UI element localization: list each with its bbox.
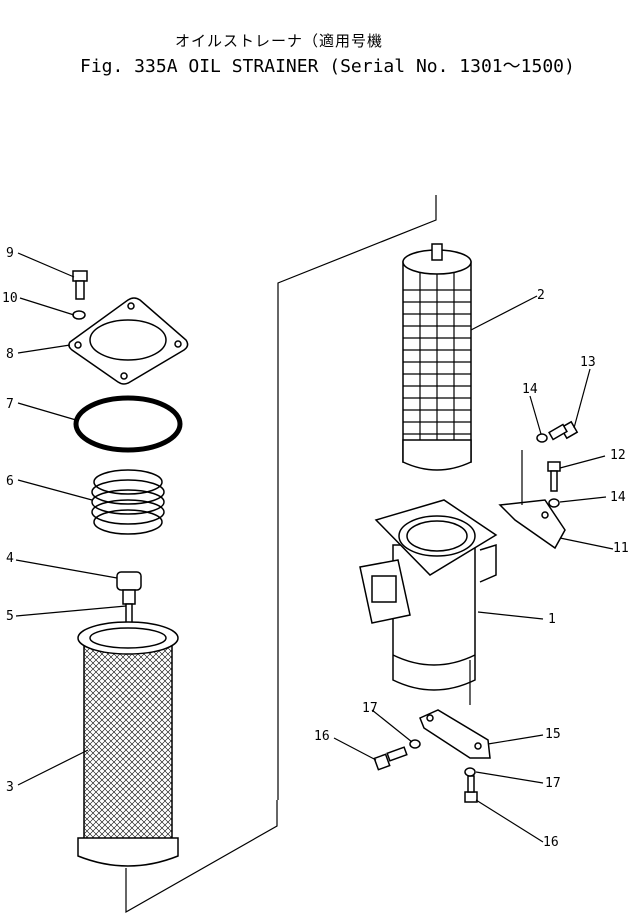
callout-16-left: 16	[314, 729, 330, 744]
callout-2: 2	[537, 288, 545, 303]
coil-spring-6	[91, 469, 165, 535]
callout-labels: 1 2 3 4 5 6 7 8 9 10 11 12 13 14 14 15 1…	[2, 246, 629, 850]
assembly-bracket-line	[125, 195, 437, 914]
callout-5: 5	[6, 609, 14, 624]
callout-14-lower: 14	[610, 490, 626, 505]
callout-12: 12	[610, 448, 626, 463]
bracket-15	[419, 709, 491, 759]
mesh-screen-3	[77, 621, 179, 867]
strainer-element-2	[402, 243, 472, 471]
bolt-9	[72, 270, 88, 300]
bolt-16-right	[464, 775, 478, 803]
callout-16-right: 16	[543, 835, 559, 850]
callout-1: 1	[548, 612, 556, 627]
bolt-12	[547, 461, 561, 492]
callout-11: 11	[613, 541, 629, 556]
washer-14-lower	[548, 498, 560, 508]
o-ring-7	[73, 395, 183, 453]
figure-title-japanese: オイルストレーナ（適用号機	[175, 32, 384, 50]
washer-17-right	[464, 767, 476, 777]
callout-17-left: 17	[362, 701, 378, 716]
callout-3: 3	[6, 780, 14, 795]
cover-plate-8	[68, 297, 189, 385]
strainer-housing-1	[359, 499, 498, 705]
callout-4: 4	[6, 551, 14, 566]
callout-17-right: 17	[545, 776, 561, 791]
washer-10	[72, 310, 86, 320]
callout-8: 8	[6, 347, 14, 362]
callout-15: 15	[545, 727, 561, 742]
bolt-13	[548, 420, 579, 441]
callout-9: 9	[6, 246, 14, 261]
callout-7: 7	[6, 397, 14, 412]
callout-14-upper: 14	[522, 382, 538, 397]
figure-title: Fig. 335A OIL STRAINER (Serial No. 1301～…	[80, 56, 575, 77]
callout-13: 13	[580, 355, 596, 370]
washer-17-left	[409, 739, 421, 749]
callout-6: 6	[6, 474, 14, 489]
washer-14-upper	[536, 433, 548, 443]
bolt-16-left	[373, 746, 408, 771]
callout-10: 10	[2, 291, 18, 306]
bracket-11	[498, 450, 566, 550]
leader-lines	[15, 252, 614, 843]
